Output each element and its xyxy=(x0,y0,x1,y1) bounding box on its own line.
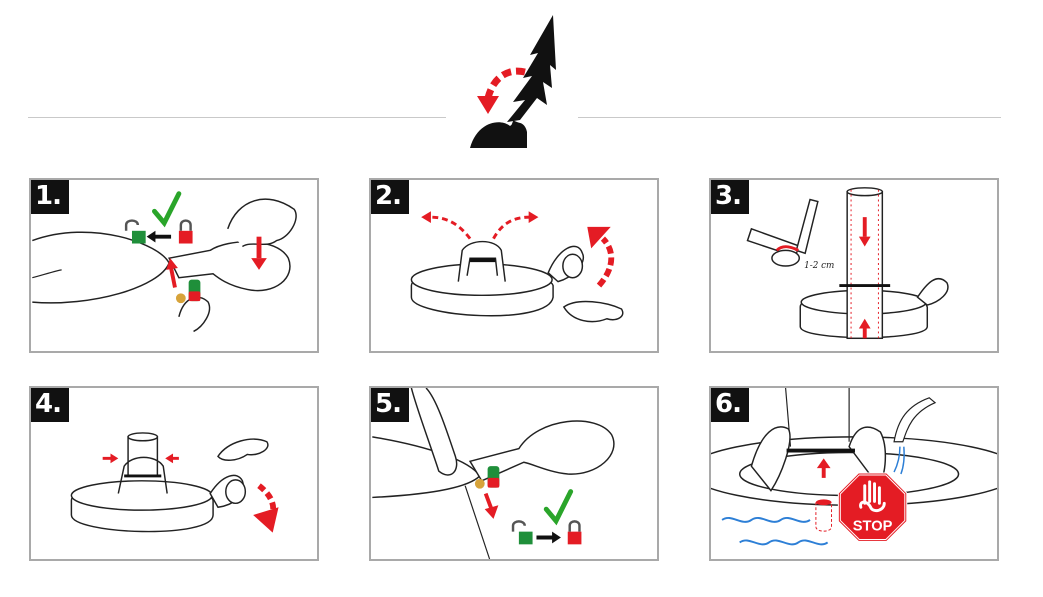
step-4-illustration xyxy=(70,432,279,533)
lock-icon xyxy=(178,219,193,244)
water-wave-icon xyxy=(721,517,829,546)
watering-can-icon xyxy=(893,397,937,475)
tree-insertion-icon xyxy=(470,15,556,148)
saw-icon xyxy=(746,198,819,267)
stop-label: STOP xyxy=(853,519,893,535)
step-6-illustration: STOP xyxy=(711,388,997,546)
step-1-illustration xyxy=(32,191,297,333)
step-panel-5: 5. xyxy=(369,386,659,561)
step-3-illustration: 1-2 cm xyxy=(746,187,949,342)
step-panel-1: 1. xyxy=(29,178,319,353)
step-5-illustration xyxy=(372,388,615,559)
step-number: 6. xyxy=(711,388,749,422)
header-rule-left xyxy=(28,117,446,118)
unlock-icon xyxy=(511,520,533,545)
step-number: 1. xyxy=(31,180,69,214)
stop-sign-icon: STOP xyxy=(837,472,908,542)
header-rule-right xyxy=(578,117,1001,118)
lock-icon xyxy=(567,520,582,545)
unlock-icon xyxy=(124,219,146,244)
step-panel-3: 3. 1-2 cm xyxy=(709,178,999,353)
cut-note: 1-2 cm xyxy=(804,261,834,271)
step-2-illustration xyxy=(410,211,624,323)
step-number: 4. xyxy=(31,388,69,422)
step-panel-4: 4. xyxy=(29,386,319,561)
step-panel-2: 2. xyxy=(369,178,659,353)
step-number: 3. xyxy=(711,180,749,214)
step-panel-6: 6. STOP xyxy=(709,386,999,561)
step-number: 5. xyxy=(371,388,409,422)
step-number: 2. xyxy=(371,180,409,214)
